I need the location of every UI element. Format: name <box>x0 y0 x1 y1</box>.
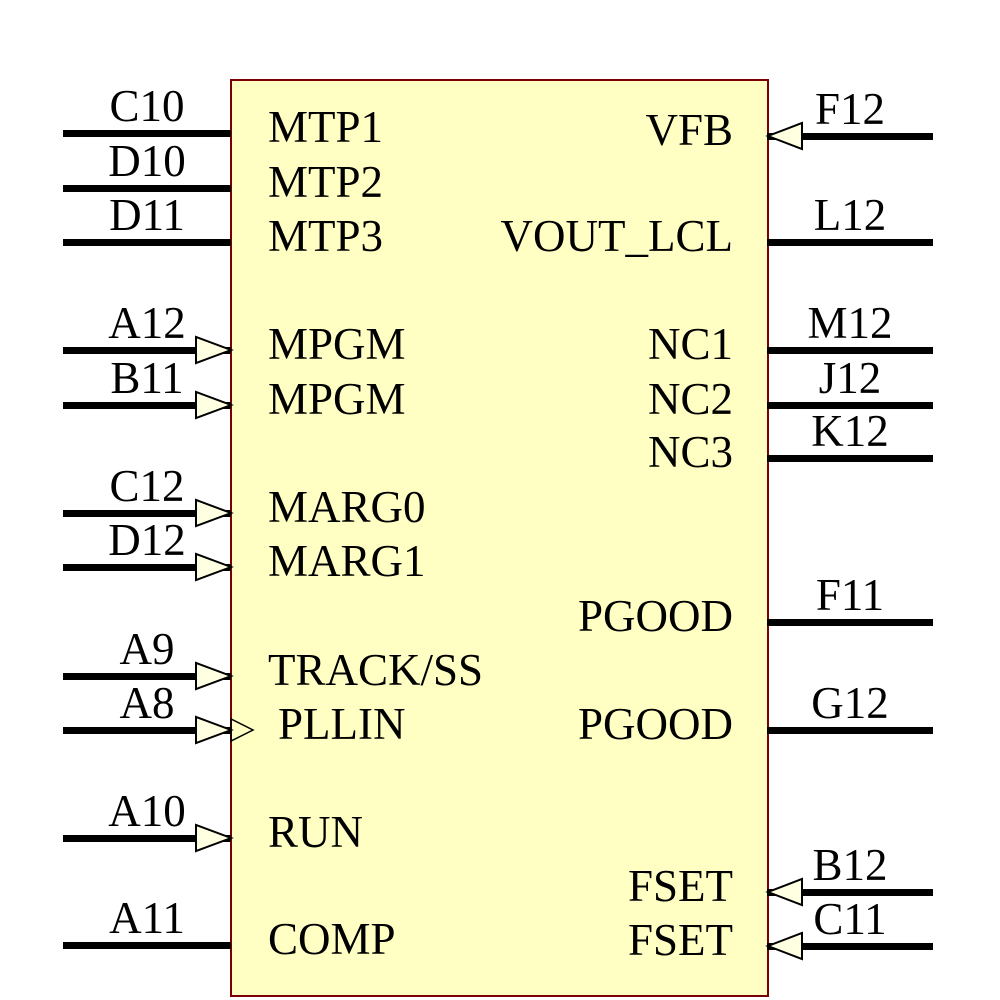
pin-number: A10 <box>108 786 186 836</box>
pin-line <box>767 619 933 626</box>
pin-label: NC1 <box>647 319 733 369</box>
pin-line <box>767 133 933 140</box>
input-arrow-icon <box>195 335 234 365</box>
pin-number: D11 <box>109 190 185 240</box>
pin-line <box>63 727 231 734</box>
pin-label: MPGM <box>268 319 406 369</box>
pin-line <box>767 889 933 896</box>
pin-label: MTP1 <box>268 102 384 152</box>
pin-number: G12 <box>811 678 889 728</box>
pin-line <box>767 239 933 246</box>
input-arrow-icon <box>765 931 803 961</box>
pin-line <box>63 510 231 517</box>
pin-number: D10 <box>108 136 186 186</box>
pin-label: MTP2 <box>268 157 384 207</box>
pin-label: PGOOD <box>577 591 733 641</box>
input-arrow-icon <box>195 498 234 528</box>
pin-line <box>767 402 933 409</box>
pin-line <box>63 347 231 354</box>
input-arrow-icon <box>195 390 234 420</box>
pin-number: M12 <box>807 298 893 348</box>
pin-number: F11 <box>815 570 885 620</box>
pin-label: PGOOD <box>577 699 733 749</box>
pin-number: J12 <box>818 353 882 403</box>
pin-label: TRACK/SS <box>268 645 484 695</box>
pin-number: B12 <box>812 840 888 890</box>
input-arrow-icon <box>765 877 803 907</box>
pin-label: FSET <box>627 861 733 911</box>
pin-line <box>767 347 933 354</box>
pin-line <box>63 673 231 680</box>
input-arrow-icon <box>230 717 255 743</box>
pin-number: F12 <box>814 84 886 134</box>
pin-label: NC3 <box>647 427 733 477</box>
input-arrow-icon <box>195 715 234 745</box>
pin-label: FSET <box>627 915 733 965</box>
input-arrow-icon <box>195 552 234 582</box>
pin-line <box>63 402 231 409</box>
pin-number: K12 <box>811 406 889 456</box>
pin-number: L12 <box>813 190 887 240</box>
input-arrow-icon <box>195 823 234 853</box>
pin-number: A12 <box>108 298 186 348</box>
pin-number: A8 <box>119 678 175 728</box>
pin-line <box>767 455 933 462</box>
pin-label: VFB <box>645 105 733 155</box>
pin-number: A11 <box>109 893 185 943</box>
pin-number: C10 <box>109 81 185 131</box>
pin-label: NC2 <box>647 374 733 424</box>
pin-number: B11 <box>110 353 184 403</box>
pin-number: C11 <box>813 894 887 944</box>
pin-line <box>767 943 933 950</box>
pin-number: A9 <box>119 624 175 674</box>
pin-line <box>767 727 933 734</box>
pin-number: C12 <box>109 461 185 511</box>
pin-label: MARG1 <box>268 536 426 586</box>
pin-line <box>63 942 231 949</box>
pin-line <box>63 564 231 571</box>
pin-number: D12 <box>108 515 186 565</box>
pin-label: COMP <box>268 914 396 964</box>
input-arrow-icon <box>195 661 234 691</box>
pin-label: MTP3 <box>268 211 384 261</box>
pin-label: PLLIN <box>278 699 406 749</box>
pin-label: VOUT_LCL <box>500 211 733 261</box>
ic-body <box>230 79 769 997</box>
pin-line <box>63 185 231 192</box>
pin-label: MPGM <box>268 374 406 424</box>
pin-label: MARG0 <box>268 482 426 532</box>
pin-label: RUN <box>268 807 364 857</box>
input-arrow-icon <box>765 121 803 151</box>
pin-line <box>63 130 231 137</box>
pin-line <box>63 239 231 246</box>
pin-line <box>63 835 231 842</box>
